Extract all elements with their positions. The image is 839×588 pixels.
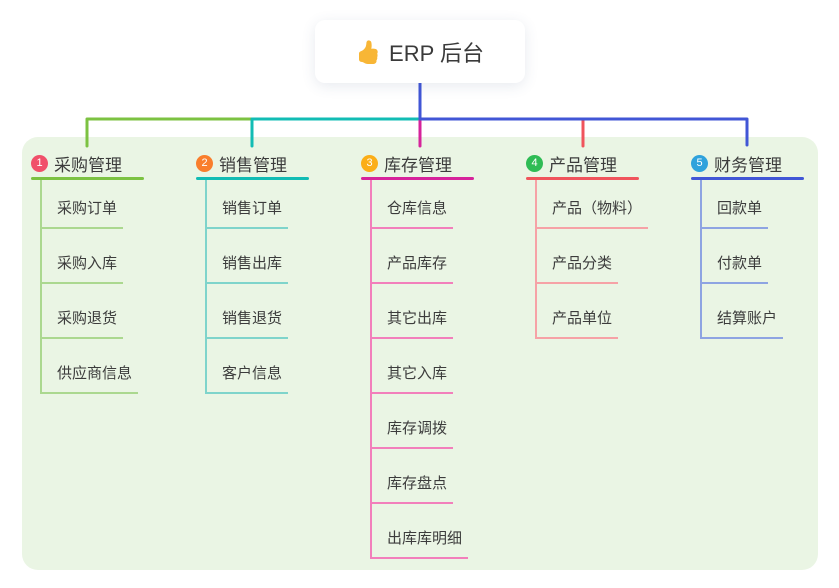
child-node[interactable]: 库存盘点 xyxy=(372,472,454,504)
child-node[interactable]: 回款单 xyxy=(702,197,769,229)
branch-children-product: 产品（物料） 产品分类 产品单位 xyxy=(535,180,649,339)
number-badge: 2 xyxy=(196,154,213,172)
branch-children-inventory: 仓库信息 产品库存 其它出库 其它入库 库存调拨 库存盘点 出库库明细 xyxy=(370,180,469,559)
number-badge: 1 xyxy=(31,154,48,172)
branch-underline xyxy=(196,177,309,180)
branch-underline xyxy=(31,177,144,180)
branch-children-purchase: 采购订单 采购入库 采购退货 供应商信息 xyxy=(40,180,139,394)
number-badge: 4 xyxy=(526,154,543,172)
number-badge: 3 xyxy=(361,154,378,172)
child-node[interactable]: 客户信息 xyxy=(207,362,289,394)
branch-label: 采购管理 xyxy=(54,155,122,175)
child-node[interactable]: 采购订单 xyxy=(42,197,124,229)
branch-node-purchase[interactable]: 1 采购管理 xyxy=(31,146,144,180)
branch-node-sales[interactable]: 2 销售管理 xyxy=(196,146,309,180)
child-node[interactable]: 库存调拨 xyxy=(372,417,454,449)
child-node[interactable]: 销售出库 xyxy=(207,252,289,284)
child-node[interactable]: 产品库存 xyxy=(372,252,454,284)
child-node[interactable]: 付款单 xyxy=(702,252,769,284)
child-node[interactable]: 供应商信息 xyxy=(42,362,139,394)
child-node[interactable]: 采购入库 xyxy=(42,252,124,284)
child-node[interactable]: 其它出库 xyxy=(372,307,454,339)
child-node[interactable]: 产品（物料） xyxy=(537,197,649,229)
branch-node-product[interactable]: 4 产品管理 xyxy=(526,146,639,180)
child-node[interactable]: 结算账户 xyxy=(702,307,784,339)
branch-children-finance: 回款单 付款单 结算账户 xyxy=(700,180,784,339)
branch-node-finance[interactable]: 5 财务管理 xyxy=(691,146,804,180)
child-node[interactable]: 销售订单 xyxy=(207,197,289,229)
number-badge: 5 xyxy=(691,154,708,172)
child-node[interactable]: 采购退货 xyxy=(42,307,124,339)
root-node[interactable]: ERP 后台 xyxy=(315,20,525,83)
branch-node-inventory[interactable]: 3 库存管理 xyxy=(361,146,474,180)
child-node[interactable]: 产品分类 xyxy=(537,252,619,284)
branch-underline xyxy=(691,177,804,180)
branch-label: 库存管理 xyxy=(384,155,452,175)
branch-label: 财务管理 xyxy=(714,155,782,175)
branch-children-sales: 销售订单 销售出库 销售退货 客户信息 xyxy=(205,180,289,394)
branch-underline xyxy=(361,177,474,180)
branch-underline xyxy=(526,177,639,180)
thumbs-up-icon xyxy=(359,39,378,64)
branch-group-panel xyxy=(22,137,818,570)
branch-label: 产品管理 xyxy=(549,155,617,175)
child-node[interactable]: 出库库明细 xyxy=(372,527,469,559)
child-node[interactable]: 仓库信息 xyxy=(372,197,454,229)
child-node[interactable]: 销售退货 xyxy=(207,307,289,339)
root-title: ERP 后台 xyxy=(389,40,484,66)
child-node[interactable]: 产品单位 xyxy=(537,307,619,339)
child-node[interactable]: 其它入库 xyxy=(372,362,454,394)
branch-label: 销售管理 xyxy=(219,155,287,175)
